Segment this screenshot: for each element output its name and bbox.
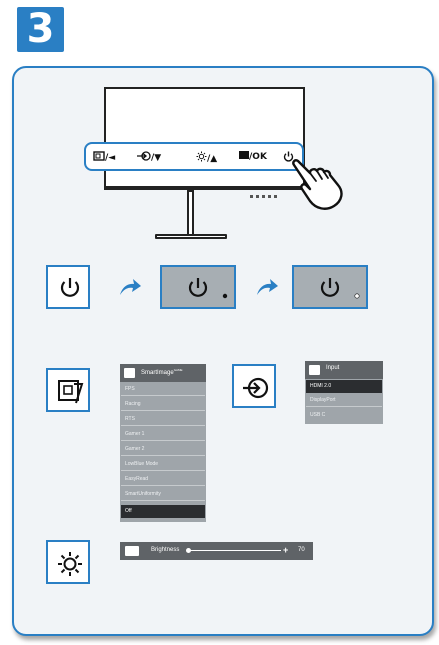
smartimage-menu-title: SmartImageGAME — [141, 368, 183, 376]
curved-arrow-icon — [257, 279, 278, 295]
smartimage-button-label: /◄ — [105, 153, 116, 163]
menu-icon — [239, 151, 249, 159]
input-menu-header: Input — [305, 361, 383, 379]
smartimage-menu-header: SmartImageGAME — [120, 364, 206, 382]
menu-ok-button[interactable]: /OK — [239, 151, 267, 162]
pointing-hand-icon — [292, 159, 343, 210]
instruction-panel: /◄ /▼ /▲ /OK SmartImageGAME — [12, 66, 434, 636]
brightness-plus-icon: + — [283, 545, 289, 555]
menu-item-fps[interactable]: FPS — [121, 383, 205, 396]
brightness-icon — [58, 552, 82, 576]
brightness-icon — [196, 151, 207, 162]
menu-item-gamer-2[interactable]: Gamer 2 — [121, 443, 205, 456]
power-icon — [188, 278, 228, 299]
smartimage-menu: SmartImageGAME FPS Racing RTS Gamer 1 Ga… — [120, 364, 206, 522]
brightness-value: 70 — [298, 547, 305, 553]
menu-item-gamer-1[interactable]: Gamer 1 — [121, 428, 205, 441]
monitor-button-dots — [250, 195, 290, 198]
smartimage-icon — [93, 151, 105, 161]
power-step-1-button[interactable] — [46, 265, 90, 309]
brightness-slider-handle[interactable] — [186, 548, 191, 553]
input-down-button[interactable]: /▼ — [137, 151, 161, 163]
input-item-displayport[interactable]: DisplayPort — [306, 394, 382, 407]
menu-button-label: /OK — [249, 152, 267, 162]
power-step-2-button[interactable] — [160, 265, 236, 309]
monitor-button-bar: /◄ /▼ /▲ /OK — [84, 142, 304, 171]
power-icon — [283, 151, 294, 162]
smartimage-left-button[interactable]: /◄ — [93, 151, 115, 163]
monitor-screen — [104, 87, 305, 188]
input-menu-title: Input — [326, 365, 340, 371]
menu-item-off[interactable]: Off — [121, 505, 205, 518]
menu-item-lowblue-mode[interactable]: LowBlue Mode — [121, 458, 205, 471]
monitor-bezel — [104, 186, 305, 190]
brightness-track[interactable] — [188, 550, 281, 551]
input-button-label: /▼ — [151, 153, 162, 163]
brightness-label: Brightness — [151, 547, 180, 553]
brightness-button[interactable] — [46, 540, 90, 584]
curved-arrow-icon — [120, 279, 141, 295]
input-menu: Input HDMI 2.0 DisplayPort USB C — [305, 361, 383, 424]
monitor-stand-base — [155, 234, 227, 239]
monitor-stand-neck — [187, 190, 194, 236]
input-item-usb-c[interactable]: USB C — [310, 412, 326, 418]
input-icon — [243, 377, 269, 399]
menu-item-racing[interactable]: Racing — [121, 398, 205, 411]
brightness-osd-icon — [125, 546, 139, 556]
menu-item-easyread[interactable]: EasyRead — [121, 473, 205, 486]
power-icon — [320, 278, 360, 299]
brightness-slider-osd: Brightness + 70 — [120, 542, 313, 560]
menu-item-smartuniformity[interactable]: SmartUniformity — [121, 488, 205, 501]
input-item-hdmi-2-0[interactable]: HDMI 2.0 — [306, 380, 382, 393]
smartimage-menu-icon — [124, 368, 135, 378]
input-button[interactable] — [232, 364, 276, 408]
brightness-button-label: /▲ — [207, 154, 218, 164]
power-step-3-button[interactable] — [292, 265, 368, 309]
power-icon — [60, 278, 80, 297]
menu-item-rts[interactable]: RTS — [121, 413, 205, 426]
input-icon — [137, 151, 151, 161]
power-button[interactable] — [283, 151, 294, 164]
input-menu-icon — [309, 365, 320, 375]
smartimage-icon — [58, 380, 84, 404]
smartimage-button[interactable] — [46, 368, 90, 412]
step-number-badge: 3 — [17, 7, 64, 52]
brightness-up-button[interactable]: /▲ — [196, 151, 217, 164]
